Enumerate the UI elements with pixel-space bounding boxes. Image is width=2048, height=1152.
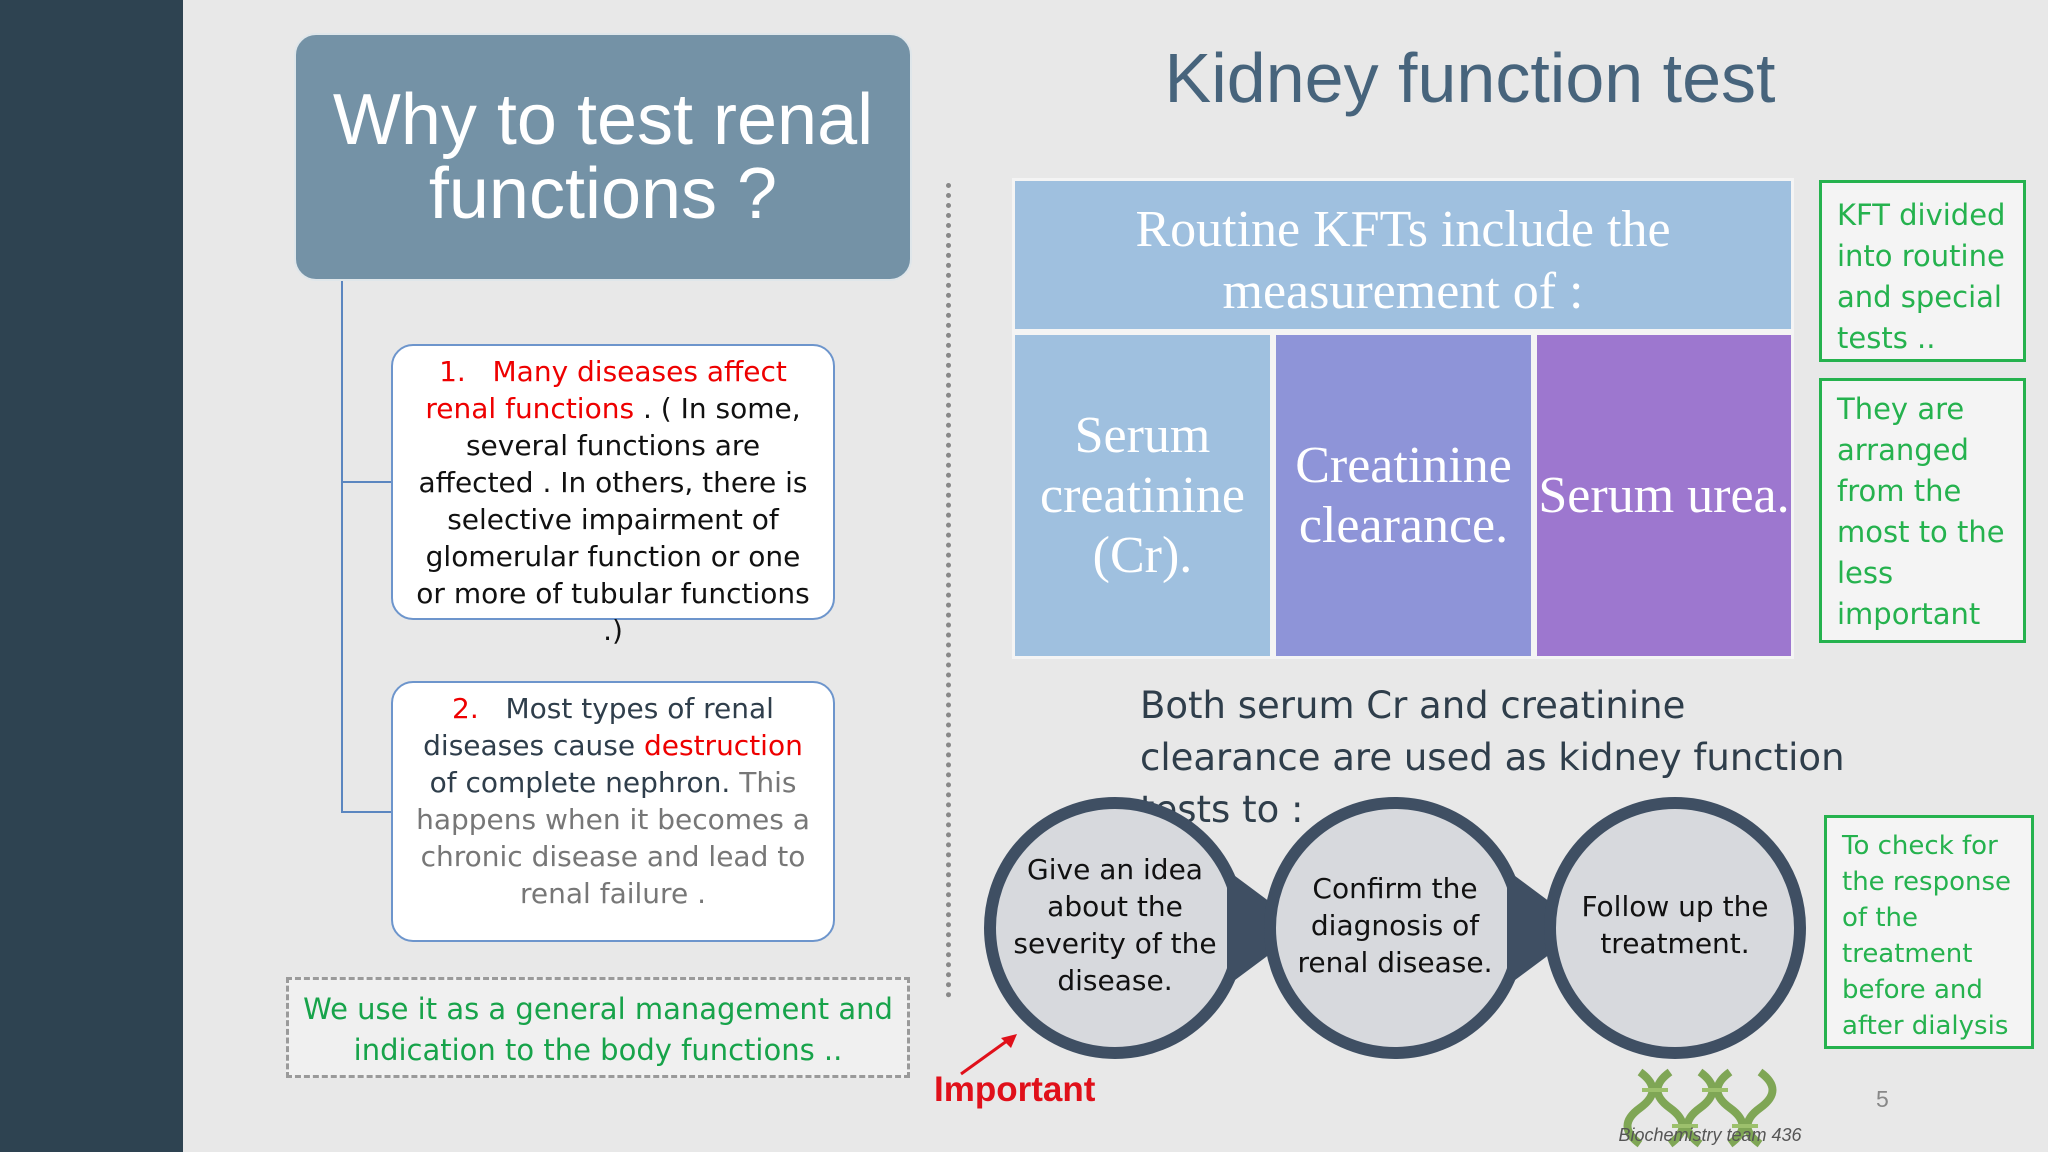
logo-caption: Biochemistry team 436 bbox=[1618, 1125, 1802, 1145]
reason-2-highlight: destruction bbox=[643, 729, 803, 762]
dna-logo-icon bbox=[1623, 1068, 1777, 1148]
reason-box-1: 1. Many diseases affect renal functions … bbox=[391, 344, 835, 647]
tree-connector-vertical bbox=[341, 281, 343, 813]
general-management-text: We use it as a general management and in… bbox=[303, 992, 893, 1067]
purpose-diagnosis-text: Confirm the diagnosis of renal disease. bbox=[1297, 871, 1493, 979]
reason-2-text-a: Most types of renal diseases cause bbox=[423, 692, 774, 762]
kft-cell-serum-urea: Serum urea. bbox=[1534, 332, 1794, 659]
purpose-circle-3 bbox=[1544, 797, 1806, 1059]
note-check-response: To check for the response of the treatme… bbox=[1824, 815, 2034, 1049]
reason-1-number: 1. bbox=[439, 355, 466, 388]
kft-table-header: Routine KFTs include the measurement of … bbox=[1012, 178, 1794, 332]
note-kft-divided: KFT divided into routine and special tes… bbox=[1819, 180, 2026, 362]
reason-2-number: 2. bbox=[452, 692, 479, 725]
tree-connector-branch-2 bbox=[341, 811, 391, 813]
section-title: Why to test renal functions ? bbox=[332, 80, 874, 234]
kft-cell-label: Serum urea. bbox=[1538, 466, 1790, 524]
reason-1-text: . ( In some, several functions are affec… bbox=[416, 392, 810, 647]
purpose-circle-1 bbox=[984, 797, 1305, 1059]
purpose-circles-diagram bbox=[984, 797, 1806, 1059]
kidney-function-test-title: Kidney function test bbox=[1164, 39, 1776, 117]
arrow-icon bbox=[960, 1034, 1017, 1076]
left-sidebar bbox=[0, 0, 183, 1152]
reason-box-2: 2. Most types of renal diseases cause de… bbox=[391, 681, 835, 942]
page-number: 5 bbox=[1876, 1086, 1889, 1112]
tree-connector-branch-1 bbox=[341, 481, 391, 483]
important-label: Important bbox=[934, 1070, 1096, 1109]
reason-2-grey-text: This happens when it becomes a chronic d… bbox=[416, 766, 810, 910]
kft-cell-serum-creatinine: Serum creatinine (Cr). bbox=[1012, 332, 1273, 659]
reason-1-highlight: Many diseases affect renal functions bbox=[425, 355, 787, 425]
note-arranged-order: They are arranged from the most to the l… bbox=[1819, 378, 2026, 643]
section-title-box: Why to test renal functions ? bbox=[294, 33, 912, 281]
general-management-note: We use it as a general management and in… bbox=[286, 977, 910, 1078]
kft-cell-label: Creatinine clearance. bbox=[1295, 436, 1512, 554]
kft-cell-label: Serum creatinine (Cr). bbox=[1040, 406, 1245, 584]
purpose-severity-text: Give an idea about the severity of the d… bbox=[1013, 853, 1217, 997]
dotted-divider bbox=[946, 183, 951, 998]
purpose-follow-up-text: Follow up the treatment. bbox=[1581, 890, 1769, 960]
reason-2-text-b: of complete nephron. bbox=[429, 766, 731, 799]
kft-cell-creatinine-clearance: Creatinine clearance. bbox=[1273, 332, 1534, 659]
